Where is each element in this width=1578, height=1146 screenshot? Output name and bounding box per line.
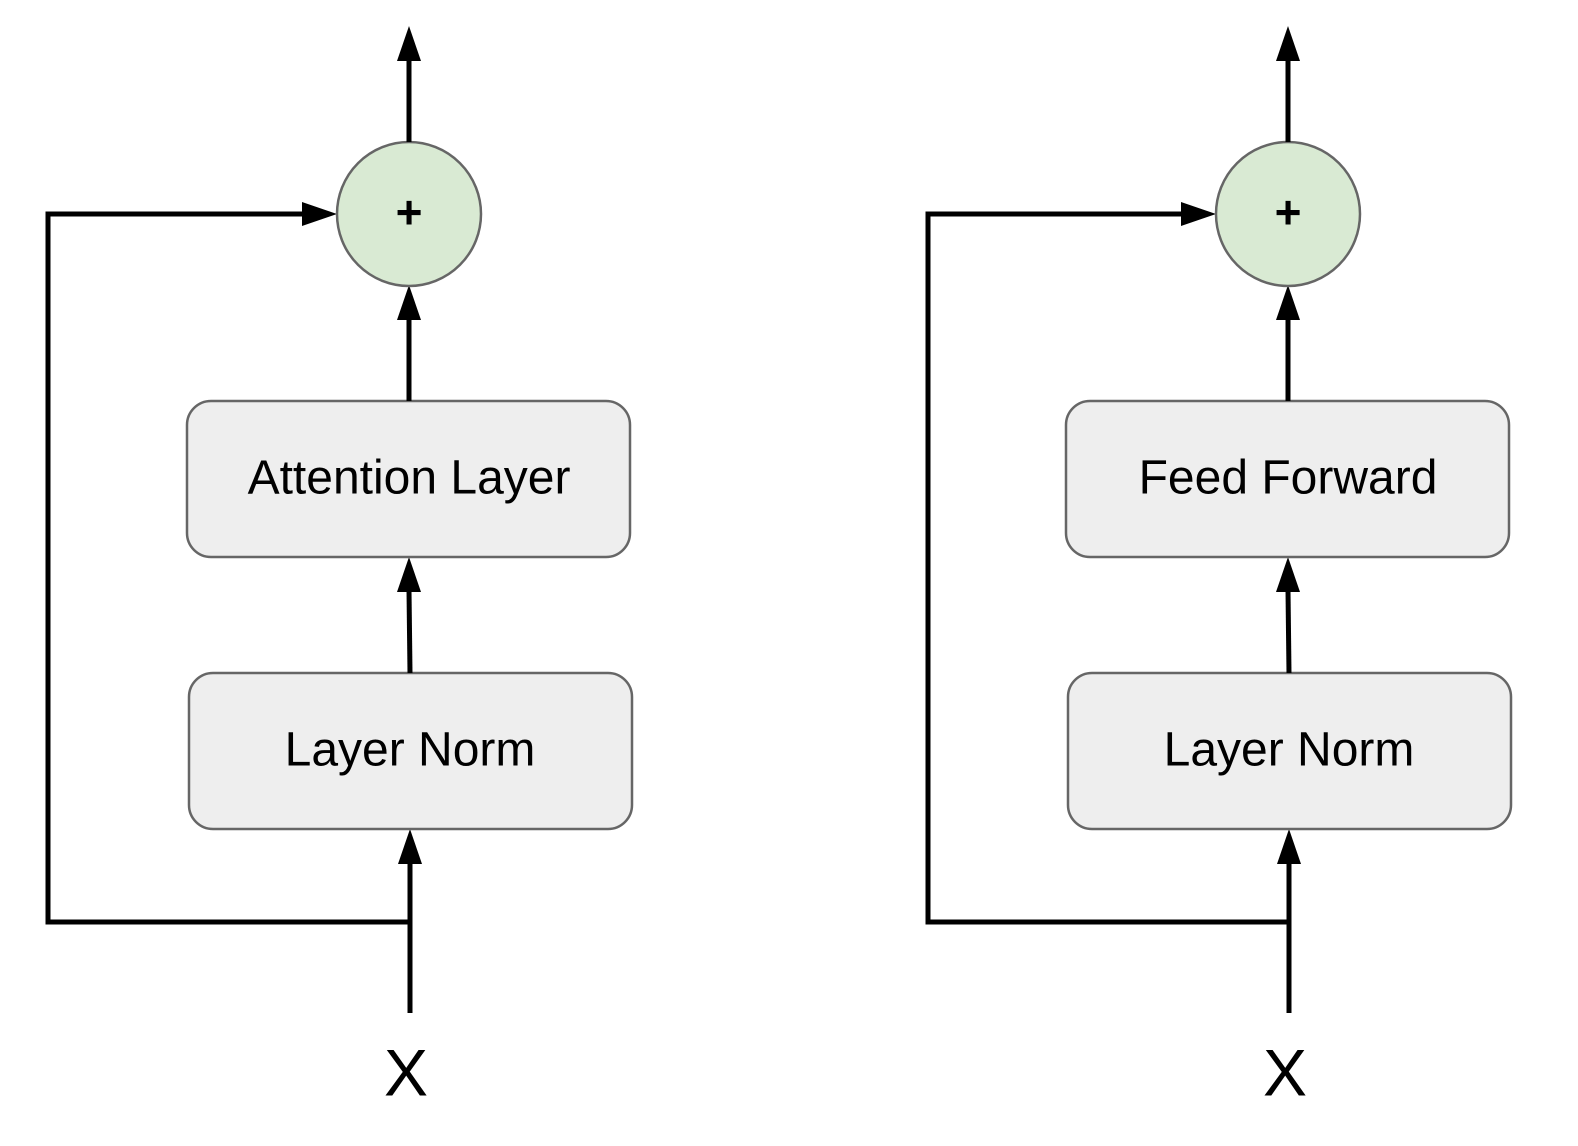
left-residual-block: Layer Norm Attention Layer + X <box>45 26 634 1109</box>
left-layer-norm-label: Layer Norm <box>285 724 536 777</box>
right-input-arrowhead <box>1277 829 1301 864</box>
right-input-label: X <box>1263 1035 1307 1109</box>
left-input-label: X <box>384 1035 428 1109</box>
left-skip-arrowhead <box>302 202 337 226</box>
right-skip-connection <box>925 211 1289 925</box>
left-norm-to-sublayer-arrowhead <box>397 557 421 592</box>
right-skip-arrowhead <box>1181 202 1216 226</box>
right-norm-to-sublayer-arrowhead <box>1276 557 1300 592</box>
right-norm-to-sublayer-line <box>1285 589 1292 674</box>
left-adder-plus-label: + <box>396 186 423 238</box>
right-adder-plus-label: + <box>1275 186 1302 238</box>
right-layer-norm-label: Layer Norm <box>1164 724 1415 777</box>
right-sublayer-to-adder-arrowhead <box>1276 285 1300 320</box>
left-skip-connection <box>45 211 410 925</box>
left-attention-layer-label: Attention Layer <box>248 452 571 505</box>
left-sublayer-to-adder-arrowhead <box>397 285 421 320</box>
left-input-arrowhead <box>398 829 422 864</box>
right-residual-block: Layer Norm Feed Forward + X <box>925 26 1513 1109</box>
left-norm-to-sublayer-line <box>406 589 413 674</box>
right-feed-forward-label: Feed Forward <box>1139 452 1438 505</box>
left-layer-norm-box <box>187 671 634 831</box>
right-output-arrowhead <box>1276 26 1300 61</box>
left-output-arrowhead <box>397 26 421 61</box>
right-layer-norm-box <box>1066 671 1513 831</box>
